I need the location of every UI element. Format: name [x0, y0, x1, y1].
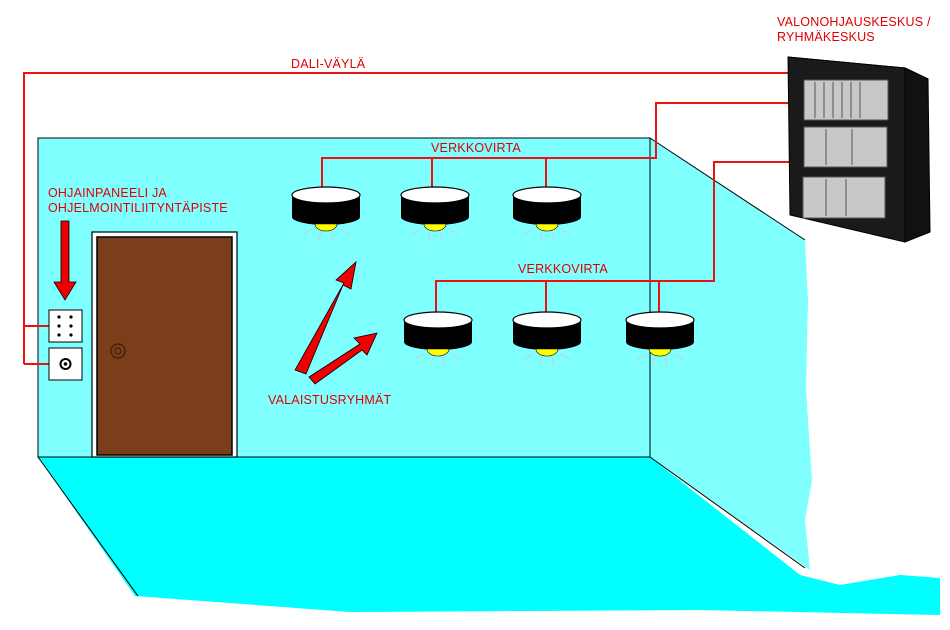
lighting-groups-label: VALAISTUSRYHMÄT [268, 393, 392, 407]
panel-label-line1: OHJAINPANEELI JA [48, 186, 167, 200]
mains-label-top: VERKKOVIRTA [431, 141, 521, 155]
controller-label-line1: VALONOHJAUSKESKUS / [777, 15, 931, 29]
mains-label-bottom: VERKKOVIRTA [518, 262, 608, 276]
connector-icon [48, 347, 83, 381]
controller-cabinet [787, 56, 931, 243]
keypad-icon [48, 309, 83, 343]
door [91, 231, 238, 458]
door-knob-icon [110, 343, 126, 359]
wires [23, 72, 792, 365]
mains-wire-bottom [435, 161, 792, 313]
arrow-up-right-icon [294, 260, 378, 385]
floor [38, 457, 940, 615]
panel-label-line2: OHJELMOINTILIITYNTÄPISTE [48, 201, 228, 215]
right-wall [650, 138, 812, 570]
arrow-down-icon [53, 220, 77, 301]
dali-bus-label: DALI-VÄYLÄ [291, 57, 366, 71]
controller-label-line2: RYHMÄKESKUS [777, 30, 875, 44]
mains-wire-top [321, 102, 790, 188]
dali-bus-wire [23, 72, 790, 327]
